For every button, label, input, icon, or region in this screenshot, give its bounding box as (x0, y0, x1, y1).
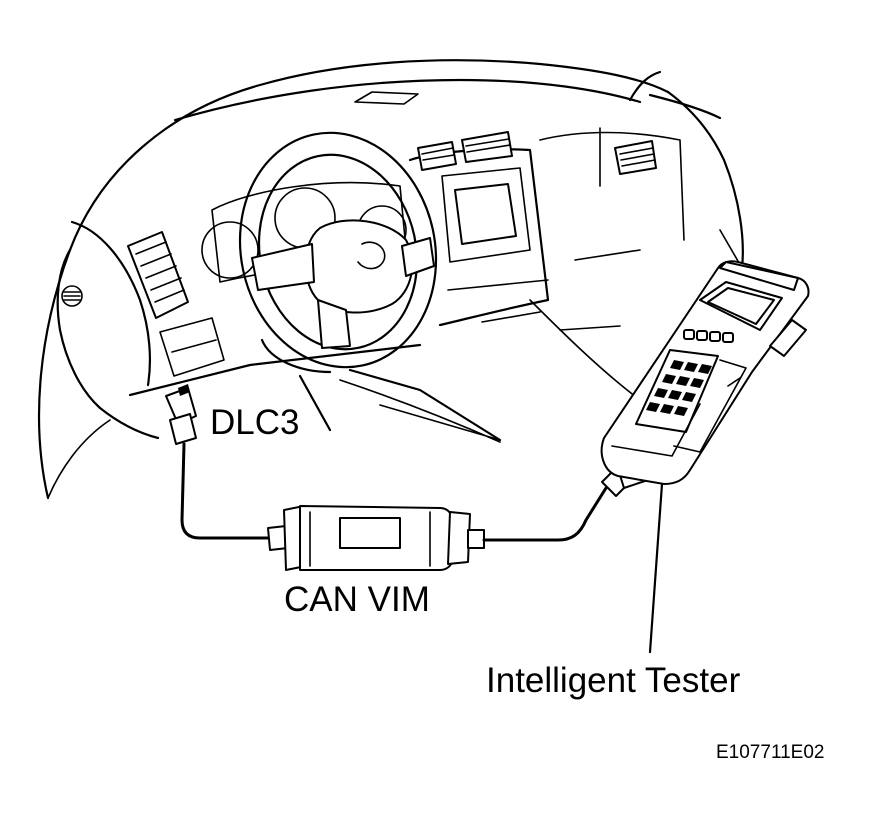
f-key-2 (696, 330, 708, 341)
tester-function-keys (683, 329, 734, 343)
hub-emblem (357, 241, 386, 270)
tester-side-strip (673, 359, 747, 453)
console-lower (447, 279, 641, 401)
dashboard-top-rear (173, 78, 642, 122)
can-vim-right-connector (467, 529, 485, 549)
dash-defroster-vent (354, 91, 419, 105)
keypad-keys (646, 360, 712, 416)
tester-bottom-edge (611, 403, 701, 457)
can-vim-window (339, 517, 401, 549)
steering-column (260, 338, 502, 442)
dlc3-cable (180, 442, 270, 540)
can-vim-right-plug (447, 511, 471, 565)
figure-code: E107711E02 (716, 742, 825, 763)
center-display-bezel (441, 167, 531, 263)
can-vim-label: CAN VIM (284, 580, 430, 619)
a-pillar (628, 70, 722, 120)
tester-cable (482, 486, 608, 542)
tester-screen-inner (707, 287, 775, 325)
dlc3-plug-body (169, 413, 197, 445)
f-key-3 (709, 331, 721, 342)
tester-top-cap (719, 261, 799, 291)
wheel-rim-outer (238, 131, 438, 369)
intelligent-tester (600, 260, 810, 497)
speaker-outline (61, 285, 83, 307)
left-air-vent (127, 231, 189, 319)
f-key-4 (722, 332, 734, 343)
dashboard-left-panel (70, 220, 152, 387)
tester-keypad (635, 349, 719, 433)
lower-dash-edge (98, 343, 422, 440)
dashboard-left-edge (56, 248, 102, 410)
can-vim-edge (309, 511, 431, 567)
floor-line (339, 379, 501, 443)
speaker-lines (63, 291, 81, 301)
can-vim-module (267, 505, 485, 571)
center-vent-slats (421, 138, 511, 161)
kick-panel (47, 419, 111, 499)
dlc3-plug-dark (178, 384, 190, 396)
center-display (454, 183, 517, 245)
intelligent-tester-label: Intelligent Tester (486, 661, 741, 700)
dashboard-right-inner (539, 127, 685, 241)
center-vent-right (461, 131, 513, 163)
wheel-spoke-bottom (317, 299, 351, 349)
wheel-spoke-left (251, 243, 315, 291)
steering-wheel (201, 131, 502, 442)
speaker-grille (61, 285, 83, 307)
dlc3-connector (165, 384, 197, 445)
tester-leader-line (648, 482, 664, 654)
wheel-spoke-right (401, 237, 435, 277)
dlc3-label: DLC3 (210, 403, 300, 442)
dashboard (37, 59, 744, 500)
left-vent-slats (135, 241, 185, 303)
lower-trim-panel (159, 317, 225, 377)
tester-side-grip (769, 319, 807, 357)
right-vent-slats (619, 147, 656, 167)
cluster-gauge-left (201, 221, 259, 279)
wheel-hub (304, 219, 414, 314)
f-key-1 (683, 329, 695, 340)
dashboard-right-edge (666, 90, 744, 270)
dashboard-top-edge (37, 59, 670, 500)
